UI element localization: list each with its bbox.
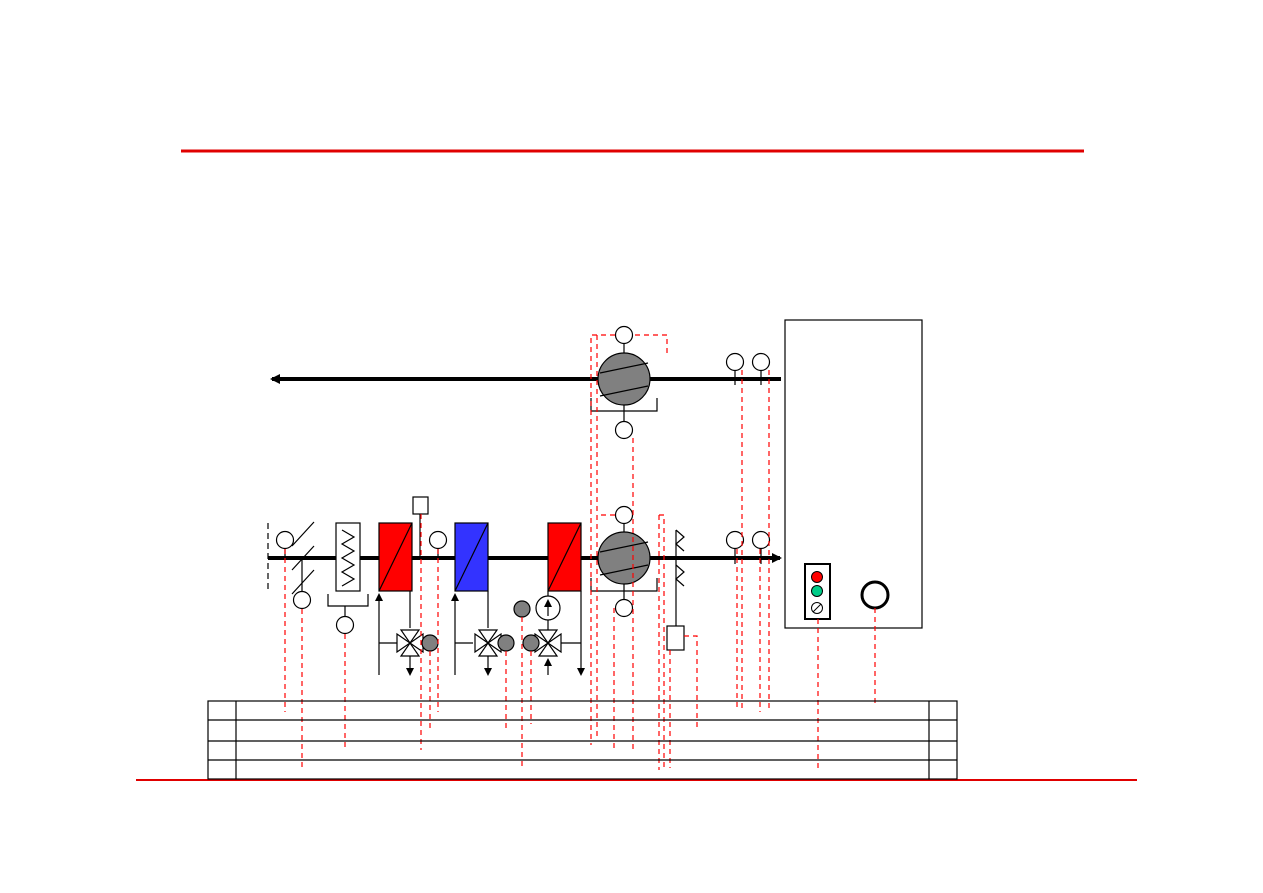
sensor-icon [751,352,771,372]
sensor-icon [725,530,745,550]
valve-actuator-icon [497,634,515,652]
sensor-icon [292,590,312,610]
three-way-valve-icon [474,629,502,657]
main-switch-icon[interactable] [860,580,890,610]
sensor-icon [428,530,448,550]
supply-fan-icon [590,531,658,592]
alarm-lamp-icon [811,571,823,583]
filter-icon [327,522,369,607]
sensors [275,325,771,635]
control-cabinet [784,319,923,629]
sensor-icon [614,505,634,525]
silencer-icon [675,529,685,587]
frost-thermostat-icon [412,496,429,515]
legend-table [207,700,958,780]
cooling-coil-icon [454,522,489,592]
extract-fan-icon [590,352,658,412]
reheating-coil-icon [547,522,582,592]
actuator-box-icon [666,625,685,651]
valve-actuator-icon [421,634,439,652]
signal-lamp-panel [804,563,831,620]
heating-coil-icon [378,522,413,592]
pump-icon [535,595,561,621]
sensor-icon [335,615,355,635]
sensor-icon [275,530,295,550]
cooler-piping [451,591,492,676]
three-way-valve-icon [396,629,424,657]
sensor-icon [614,598,634,618]
run-lamp-icon [811,585,823,597]
sensor-icon [751,530,771,550]
pump-motor-icon [513,600,531,618]
damper-icon [291,521,315,595]
control-wiring [284,334,876,770]
sensor-icon [614,325,634,345]
sensor-icon [725,352,745,372]
valve-actuator-icon [522,634,540,652]
sensor-icon [614,420,634,440]
reheater-piping [544,591,585,676]
heater-piping [375,591,414,676]
